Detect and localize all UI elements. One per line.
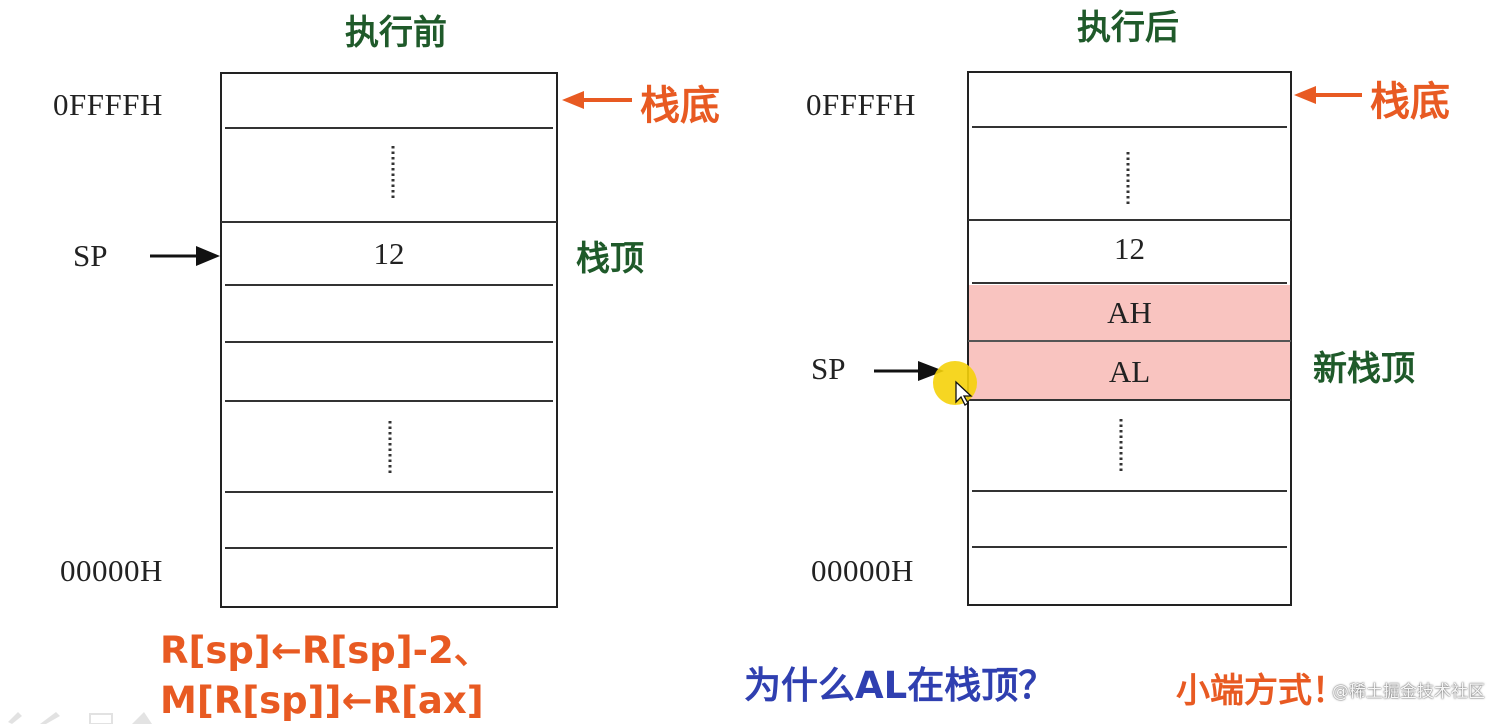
right-cell-12: 12 — [1114, 231, 1145, 266]
answer-text: 小端方式！ — [1176, 671, 1346, 711]
right-addr-top: 0FFFFH — [806, 87, 916, 122]
right-arrow-icon — [150, 246, 220, 266]
highlight-ah-al — [967, 285, 1291, 401]
mouse-cursor-icon — [933, 361, 977, 406]
right-sp-label: SP — [811, 351, 846, 386]
right-cell-al: AL — [1108, 354, 1151, 389]
toolbar-remnant-icon — [8, 712, 152, 724]
formula-line-1: R[sp]←R[sp]-2、 — [160, 629, 491, 672]
left-addr-bottom: 00000H — [60, 553, 163, 588]
left-cell-12: 12 — [373, 236, 405, 271]
question-text: 为什么AL在栈顶？ — [744, 664, 1056, 707]
left-stack-box — [220, 72, 558, 608]
before-title: 执行前 — [345, 13, 447, 53]
left-addr-top: 0FFFFH — [53, 87, 163, 122]
left-arrow-icon — [562, 91, 632, 109]
watermark: @稀土掘金技术社区 — [1332, 682, 1485, 702]
right-stack-box — [967, 71, 1292, 606]
right-addr-bottom: 00000H — [811, 553, 914, 588]
left-stack-bottom-label: 栈底 — [640, 83, 720, 129]
right-arrow-icon — [874, 361, 944, 381]
right-cell-ah: AH — [1107, 295, 1152, 330]
right-new-stack-top-label: 新栈顶 — [1313, 349, 1415, 389]
after-title: 执行后 — [1077, 8, 1179, 48]
left-sp-label: SP — [73, 238, 108, 273]
formula-line-2: M[R[sp]]←R[ax] — [160, 679, 484, 722]
right-stack-bottom-label: 栈底 — [1370, 79, 1450, 125]
left-stack-top-label: 栈顶 — [576, 239, 644, 279]
left-arrow-icon — [1294, 86, 1362, 104]
